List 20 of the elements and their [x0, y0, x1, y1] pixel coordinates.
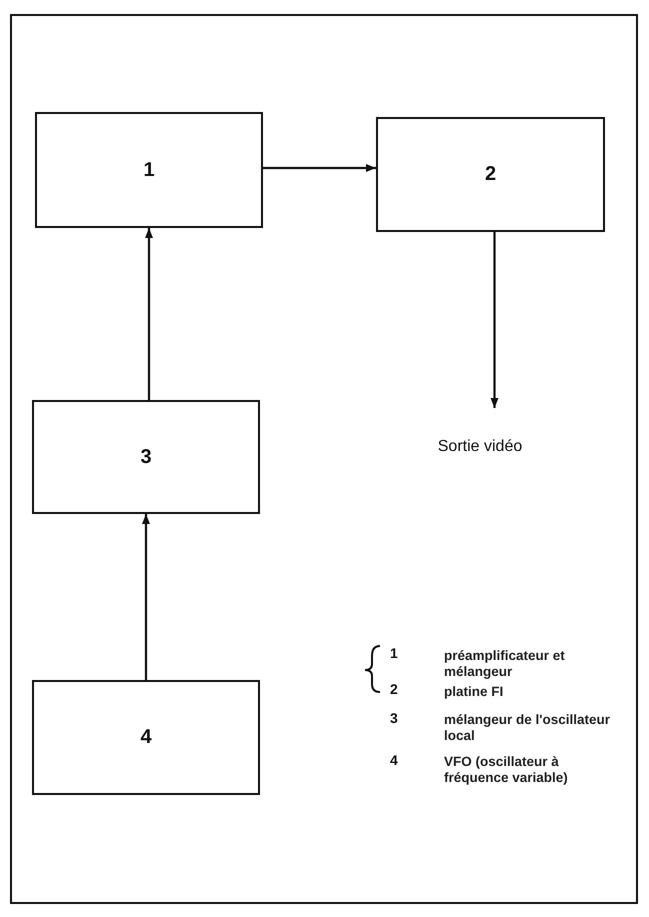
- block-number: 2: [484, 163, 496, 186]
- legend-description: platine FI: [444, 684, 504, 700]
- block-number: 1: [143, 158, 155, 182]
- arrow: [490, 232, 498, 408]
- block-box: [32, 400, 260, 514]
- block-box: [32, 680, 260, 795]
- arrow: [145, 228, 153, 400]
- legend-description: mélangeur de l'oscillateur local: [444, 712, 612, 744]
- block-box: [35, 112, 263, 228]
- block-number: 3: [140, 446, 152, 468]
- legend-number: 4: [390, 752, 398, 768]
- legend-description: VFO (oscillateur à fréquence variable): [444, 754, 569, 786]
- legend-number: 3: [390, 710, 398, 726]
- legend-number: 2: [390, 681, 398, 697]
- arrow: [263, 164, 376, 172]
- output-label: Sortie vidéo: [438, 438, 522, 457]
- arrow: [142, 514, 150, 680]
- block-number: 4: [140, 726, 152, 749]
- block-box: [376, 117, 605, 232]
- legend-number: 1: [390, 645, 398, 661]
